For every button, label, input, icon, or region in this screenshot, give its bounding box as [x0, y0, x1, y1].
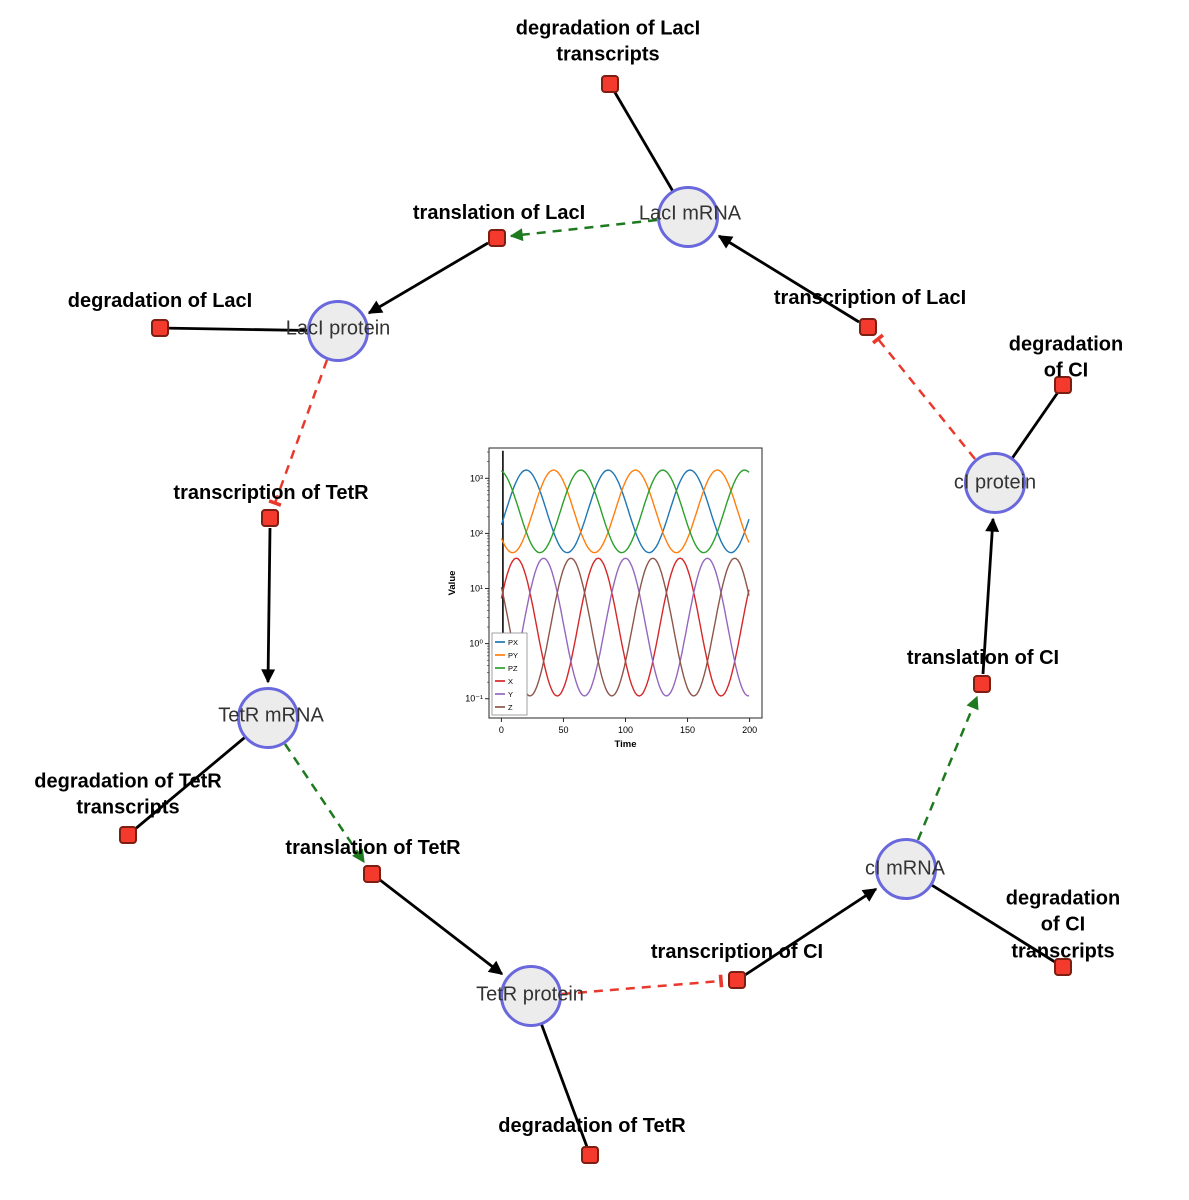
svg-text:10³: 10³	[470, 473, 483, 483]
species-label-tetr-protein: TetR protein	[476, 983, 584, 1006]
svg-text:10⁻¹: 10⁻¹	[465, 694, 483, 704]
species-label-tetr-mrna: TetR mRNA	[218, 704, 324, 727]
edge-tetrmrna-modifies-translation	[283, 743, 366, 864]
svg-text:150: 150	[680, 725, 695, 735]
species-node-ci-mrna	[875, 838, 937, 900]
reaction-label-degradation-ci-transcripts: degradation of CI transcripts	[1005, 887, 1121, 963]
svg-text:50: 50	[558, 725, 568, 735]
svg-text:PZ: PZ	[508, 664, 518, 673]
svg-text:200: 200	[742, 725, 757, 735]
reaction-node-translation-tetr	[363, 865, 381, 883]
reaction-node-degradation-ci-transcripts	[1054, 958, 1072, 976]
svg-text:0: 0	[499, 725, 504, 735]
reaction-label-transcription-laci: transcription of LacI	[773, 286, 967, 309]
reaction-node-degradation-laci	[151, 319, 169, 337]
reaction-label-degradation-laci-transcripts: degradation of LacI transcripts	[515, 17, 701, 66]
reaction-node-transcription-ci	[728, 971, 746, 989]
edge-transcription-to-cimrna	[744, 887, 878, 977]
reaction-node-translation-ci	[973, 675, 991, 693]
edge-ciprotein-inhibits-laci-transcription	[871, 333, 976, 460]
edge-translation-to-tetrprotein	[379, 878, 504, 976]
svg-text:Value: Value	[447, 571, 458, 596]
svg-text:X: X	[508, 677, 513, 686]
reaction-label-degradation-tetr: degradation of TetR	[498, 1114, 686, 1137]
reaction-label-translation-laci: translation of LacI	[412, 201, 586, 224]
svg-text:PX: PX	[508, 638, 518, 647]
species-node-laci-protein	[307, 300, 369, 362]
reaction-node-degradation-tetr	[581, 1146, 599, 1164]
species-label-laci-protein: LacI protein	[285, 317, 391, 340]
edge-cimrna-modifies-translation	[916, 695, 979, 841]
reaction-label-degradation-ci: degradation of CI	[1008, 333, 1124, 382]
reaction-label-translation-ci: translation of CI	[906, 646, 1060, 669]
svg-text:Y: Y	[508, 690, 513, 699]
reaction-node-degradation-tetr-transcripts	[119, 826, 137, 844]
species-node-tetr-mrna	[237, 687, 299, 749]
svg-text:10²: 10²	[470, 528, 483, 538]
edge-translation-to-ciprotein	[981, 517, 1000, 675]
reaction-node-degradation-laci-transcripts	[601, 75, 619, 93]
edge-transcription-to-lacimrna	[717, 234, 860, 324]
edge-translation-to-laciprotein	[367, 241, 489, 315]
svg-text:10⁰: 10⁰	[469, 639, 483, 649]
svg-text:Z: Z	[508, 703, 513, 712]
species-label-ci-mrna: cI mRNA	[865, 857, 945, 880]
reaction-node-transcription-tetr	[261, 509, 279, 527]
svg-text:PY: PY	[508, 651, 518, 660]
species-node-tetr-protein	[500, 965, 562, 1027]
reaction-label-transcription-ci: transcription of CI	[650, 940, 824, 963]
species-label-laci-mrna: LacI mRNA	[638, 202, 742, 225]
reaction-node-translation-laci	[488, 229, 506, 247]
reaction-label-transcription-tetr: transcription of TetR	[173, 481, 369, 504]
edge-transcription-to-tetrmrna	[261, 527, 276, 684]
edge-lacimrna-modifies-translation	[509, 218, 658, 242]
svg-text:10¹: 10¹	[470, 584, 483, 594]
species-label-ci-protein: cI protein	[953, 471, 1037, 494]
reaction-label-translation-tetr: translation of TetR	[285, 836, 461, 859]
reaction-node-degradation-ci	[1054, 376, 1072, 394]
species-node-ci-protein	[964, 452, 1026, 514]
reaction-node-transcription-laci	[859, 318, 877, 336]
svg-text:100: 100	[618, 725, 633, 735]
edge-tetrprotein-inhibits-ci-transcription	[561, 974, 724, 996]
svg-text:Time: Time	[614, 739, 636, 750]
reaction-label-degradation-tetr-transcripts: degradation of TetR transcripts	[34, 770, 222, 819]
species-node-laci-mrna	[657, 186, 719, 248]
reaction-label-degradation-laci: degradation of LacI	[67, 289, 253, 312]
